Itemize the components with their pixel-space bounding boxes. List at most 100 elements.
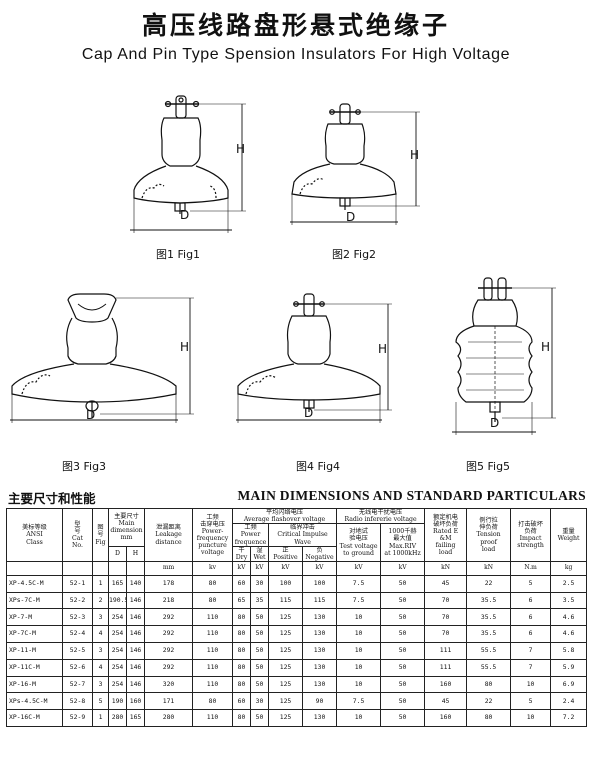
table-cell: 160 [424, 709, 468, 728]
figure-4-drawing: H D [228, 286, 398, 436]
table-cell: 100 [268, 574, 304, 593]
table-cell: 50 [380, 709, 426, 728]
th-impulse: 临界冲击 Critical Impulse Wave [268, 523, 338, 547]
table-cell: 254 [108, 608, 127, 627]
table-cell: 292 [144, 608, 194, 627]
table-cell: 165 [108, 574, 127, 593]
table-cell: 254 [108, 675, 127, 694]
table-cell: 50 [380, 608, 426, 627]
table-cell: 70 [424, 625, 468, 644]
section-title-en: MAIN DIMENSIONS AND STANDARD PARTICULARS [237, 488, 586, 503]
table-cell: 100 [302, 574, 338, 593]
table-cell: 52-8 [62, 692, 93, 711]
table-cell: 125 [268, 692, 304, 711]
table-cell: 110 [192, 625, 234, 644]
table-cell: 254 [108, 642, 127, 660]
figure-2-drawing: H D [280, 98, 430, 238]
table-cell: XP-7-M [6, 608, 63, 627]
table-cell: 125 [268, 658, 304, 677]
table-cell: 4 [92, 625, 109, 644]
th-positive: 正 Positive [268, 545, 304, 562]
table-cell: 171 [144, 692, 194, 711]
table-cell: 1 [92, 709, 109, 728]
table-cell: 52-2 [62, 591, 93, 610]
table-cell: 3 [92, 675, 109, 694]
table-cell: 165 [125, 709, 146, 728]
table-cell: 52-9 [62, 709, 93, 728]
table-cell: 7.5 [336, 574, 382, 593]
table-cell: 3.5 [550, 591, 588, 610]
fig4-caption: 图4 Fig4 [296, 460, 341, 473]
table-cell: 146 [125, 608, 146, 627]
table-cell: 55.5 [466, 658, 512, 677]
table-cell: 80 [192, 692, 234, 711]
table-cell: 10 [510, 675, 552, 694]
table-cell: 30 [250, 574, 270, 593]
table-cell: 130 [302, 625, 338, 644]
th-power-frequence: 工频 Power frequence [232, 523, 270, 547]
table-cell: XPs-4.5C-M [6, 692, 63, 711]
table-cell: XP-16C-M [6, 709, 63, 728]
table-cell: 110 [192, 642, 234, 660]
table-cell: 254 [108, 625, 127, 644]
table-cell: 160 [424, 675, 468, 694]
table-cell: 115 [302, 591, 338, 610]
table-cell: 52-4 [62, 625, 93, 644]
table-cell: 2.4 [550, 692, 588, 711]
table-cell: 4.6 [550, 608, 588, 627]
unit-cell: kV [232, 560, 252, 576]
table-cell: 7 [510, 658, 552, 677]
table-cell: 218 [144, 591, 194, 610]
table-cell: 10 [336, 642, 382, 660]
table-cell: 52-5 [62, 642, 93, 660]
table-cell: XP-7C-M [6, 625, 63, 644]
table-cell: 50 [250, 625, 270, 644]
table-cell: 52-1 [62, 574, 93, 593]
unit-cell [108, 560, 127, 576]
unit-cell: kV [250, 560, 270, 576]
unit-cell [62, 560, 93, 576]
table-cell: 7.5 [336, 591, 382, 610]
unit-cell: kV [380, 560, 426, 576]
table-cell: 111 [424, 642, 468, 660]
table-cell: 130 [302, 675, 338, 694]
page-title-cn: 高压线路盘形悬式绝缘子 [141, 11, 450, 40]
unit-cell: kN [424, 560, 468, 576]
th-impact: 打击破坏 负荷 Impact strength [510, 508, 552, 562]
table-cell: 5.9 [550, 658, 588, 677]
table-cell: 254 [108, 658, 127, 677]
table-cell: 35.5 [466, 591, 512, 610]
fig2-h-label: H [410, 148, 420, 162]
table-cell: 10 [336, 625, 382, 644]
th-negative: 负 Negative [302, 545, 338, 562]
figure-5-drawing: H D [444, 272, 584, 440]
table-cell: 7.2 [550, 709, 588, 728]
th-max-riv: 1000千赫 最大值 Max.RIV at 1000kHz [380, 523, 426, 562]
table-cell: XPs-7C-M [6, 591, 63, 610]
table-cell: 10 [510, 709, 552, 728]
fig5-caption: 图5 Fig5 [466, 460, 511, 473]
table-cell: 146 [125, 625, 146, 644]
table-cell: 160 [125, 692, 146, 711]
unit-cell [6, 560, 63, 576]
table-cell: 22 [466, 692, 512, 711]
fig1-d-label: D [180, 208, 190, 222]
table-cell: 292 [144, 642, 194, 660]
table-cell: 10 [336, 608, 382, 627]
table-cell: 50 [380, 675, 426, 694]
figure-1-drawing: H D [120, 90, 270, 240]
table-cell: 60 [232, 692, 252, 711]
table-cell: 80 [232, 658, 252, 677]
table-cell: 80 [232, 675, 252, 694]
table-cell: 146 [125, 642, 146, 660]
section-title-cn: 主要尺寸和性能 [8, 491, 96, 506]
th-proof-load: 例行拉 伸负荷 Tension proof load [466, 508, 512, 562]
table-cell: 45 [424, 574, 468, 593]
table-cell: 3 [92, 608, 109, 627]
table-cell: 110 [192, 658, 234, 677]
table-cell: 80 [232, 625, 252, 644]
